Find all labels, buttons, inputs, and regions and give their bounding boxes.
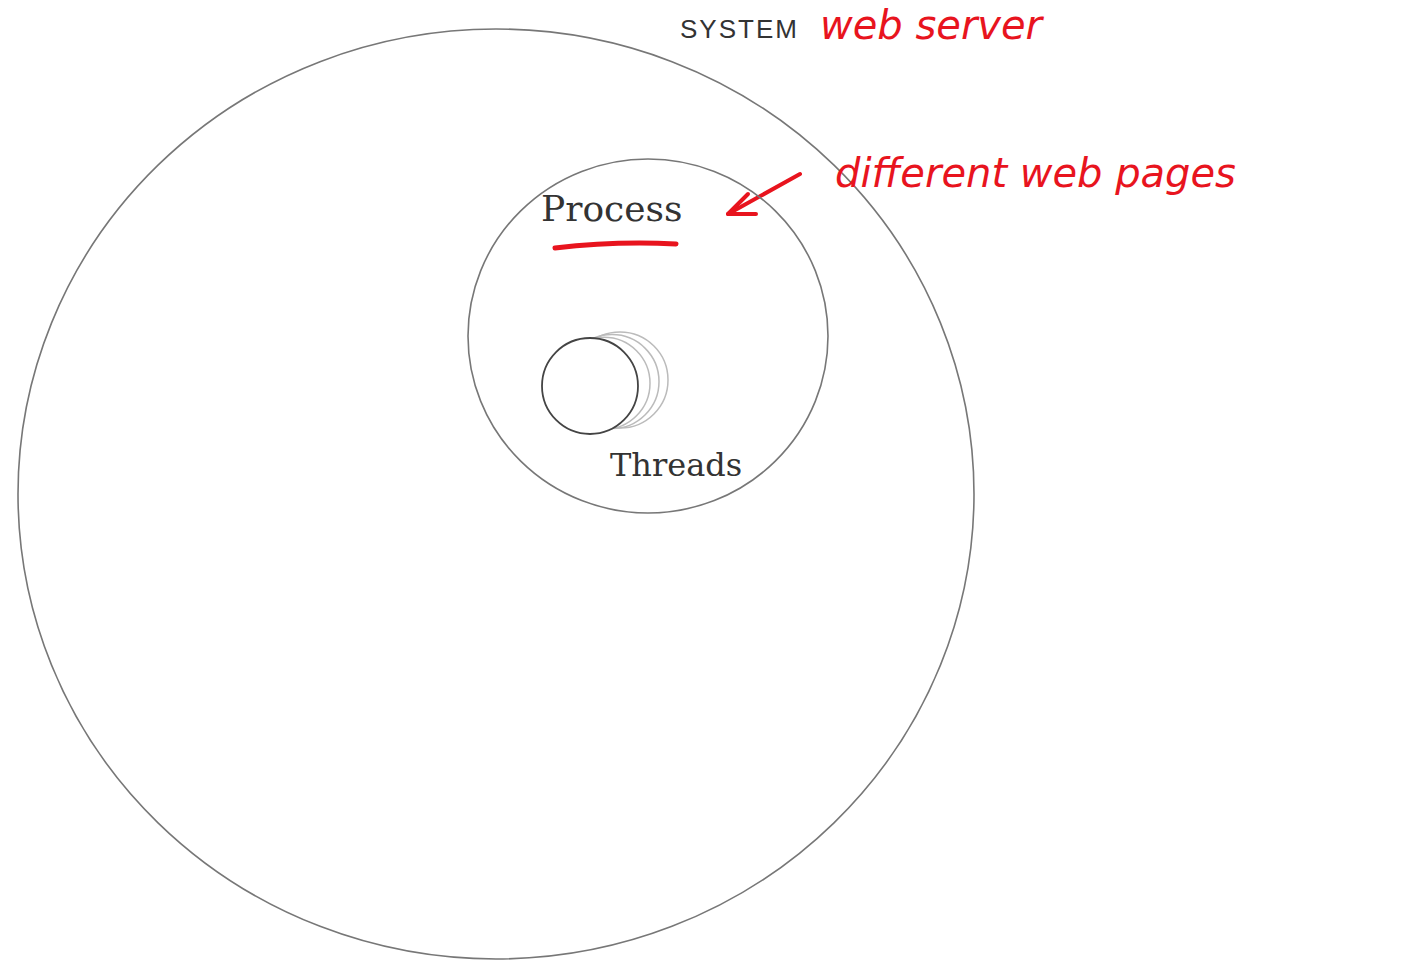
system-circle-outline — [17, 28, 975, 960]
node-label: Process — [541, 188, 683, 229]
threads-stack: Threads — [538, 298, 758, 492]
process-circle: ProcessThreads — [467, 158, 829, 514]
system-circle: SYSTEMProcessThreads — [17, 28, 975, 960]
circle-outline — [468, 159, 828, 513]
node-label: Threads — [610, 446, 742, 484]
annotation-text: different web pages — [835, 150, 1236, 196]
underline — [555, 243, 676, 248]
node-label: SYSTEM — [680, 14, 799, 45]
thread-circle — [542, 338, 638, 434]
annotation-text: web server — [820, 2, 1042, 48]
callout-arrow — [728, 174, 800, 214]
circle-outline — [18, 29, 974, 959]
callout-arrowhead — [728, 194, 756, 214]
